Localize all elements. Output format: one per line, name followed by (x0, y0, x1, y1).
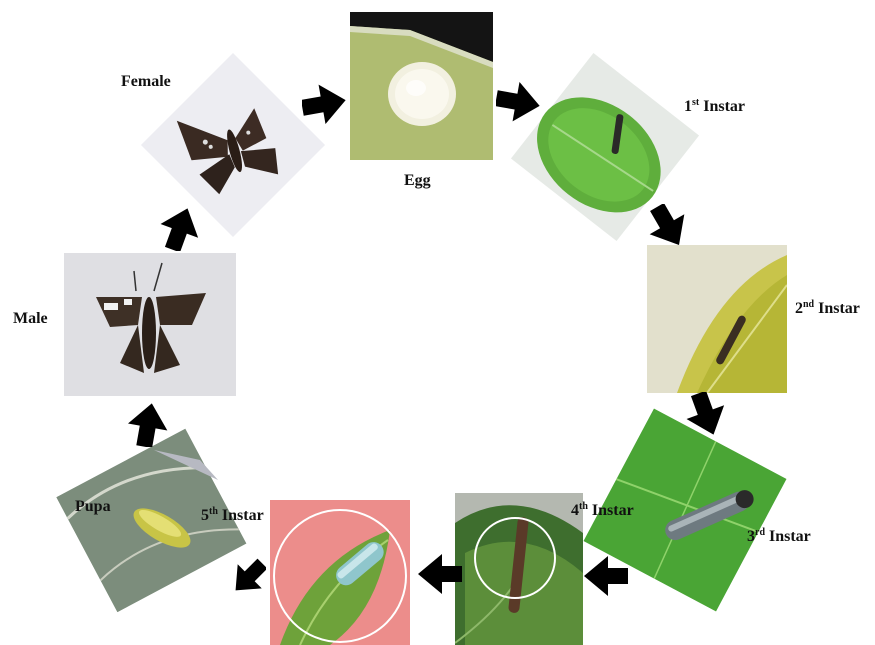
arrow-egg-to-first-instar (496, 82, 540, 122)
fifth-instar-number: 5 (201, 507, 209, 524)
arrow-second-to-third-instar (686, 392, 726, 436)
fifth-instar-label: 5th Instar (201, 507, 264, 524)
fifth-instar-word: Instar (218, 507, 264, 524)
arrow-fifth-instar-to-pupa (232, 558, 266, 596)
arrow-female-to-egg (302, 84, 346, 124)
pupa-label: Pupa (75, 499, 111, 515)
arrow-fourth-to-fifth-instar (418, 554, 462, 594)
fourth-instar-photo (455, 493, 583, 645)
egg-label: Egg (404, 173, 431, 189)
first-instar-label: 1st Instar (684, 98, 745, 115)
third-instar-word: Instar (765, 528, 811, 545)
second-instar-word: Instar (814, 300, 860, 317)
female-label: Female (121, 74, 171, 90)
fifth-instar-photo (270, 500, 410, 645)
first-instar-number: 1 (684, 98, 692, 115)
fourth-instar-label: 4th Instar (571, 502, 634, 519)
third-instar-number: 3 (747, 528, 755, 545)
egg-photo (350, 12, 493, 160)
male-label: Male (13, 311, 48, 327)
second-instar-suffix: nd (803, 299, 814, 310)
third-instar-suffix: rd (755, 527, 765, 538)
first-instar-word: Instar (699, 98, 745, 115)
second-instar-photo (647, 245, 787, 393)
fourth-instar-number: 4 (571, 502, 579, 519)
fourth-instar-suffix: th (579, 501, 588, 512)
arrow-male-to-female (160, 207, 200, 251)
second-instar-number: 2 (795, 300, 803, 317)
arrow-first-to-second-instar (648, 204, 688, 248)
fifth-instar-suffix: th (209, 506, 218, 517)
second-instar-label: 2nd Instar (795, 300, 860, 317)
male-butterfly-photo (64, 253, 236, 396)
fourth-instar-word: Instar (588, 502, 634, 519)
arrow-third-to-fourth-instar (584, 556, 628, 596)
third-instar-label: 3rd Instar (747, 528, 811, 545)
arrow-pupa-to-male (128, 403, 168, 447)
